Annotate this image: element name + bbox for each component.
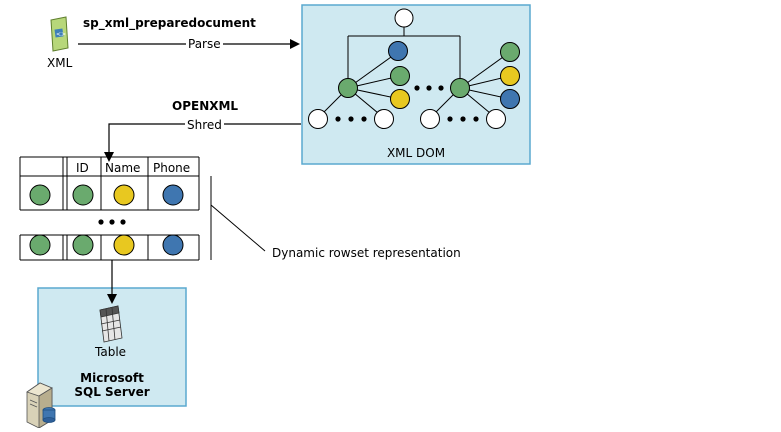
rowset-row-2 <box>29 234 184 256</box>
rowset-caption: Dynamic rowset representation <box>272 246 461 260</box>
server-label-line2: SQL Server <box>74 385 150 399</box>
rowset-grid <box>19 156 266 261</box>
tree-node <box>500 42 520 62</box>
table-label: Table <box>95 345 127 359</box>
rowset-ellipsis <box>98 219 126 225</box>
root-node <box>394 8 414 28</box>
shred-label: Shred <box>185 118 224 132</box>
shred-arrow <box>104 123 301 162</box>
rowset-row-1 <box>29 184 184 206</box>
tree-node <box>500 66 520 86</box>
openxml-label: OPENXML <box>172 99 239 113</box>
xml-label: XML <box>47 56 73 70</box>
tree-node <box>486 109 506 129</box>
tree-node <box>338 78 358 98</box>
prepare-document-label: sp_xml_preparedocument <box>83 16 256 30</box>
tree-node <box>450 78 470 98</box>
tree-node <box>390 89 410 109</box>
table-icon <box>99 305 123 343</box>
tree-node <box>388 41 408 61</box>
xml-dom-label: XML DOM <box>386 146 446 160</box>
xml-document-icon: <> <box>50 16 69 52</box>
xml-dom-box <box>301 4 531 165</box>
rowset-header-id: ID <box>76 161 89 175</box>
rowset-header-phone: Phone <box>153 161 191 175</box>
ellipsis-dots <box>335 85 479 122</box>
sql-server-icon <box>26 382 56 429</box>
svg-text:<>: <> <box>56 31 66 38</box>
tree-node <box>500 89 520 109</box>
rowset-header-name: Name <box>105 161 141 175</box>
tree-node <box>420 109 440 129</box>
server-label-line1: Microsoft <box>80 371 144 385</box>
tree-node <box>374 109 394 129</box>
tree-node <box>390 66 410 86</box>
tree-node <box>308 109 328 129</box>
dom-tree-nodes <box>308 8 520 129</box>
parse-label: Parse <box>186 37 223 51</box>
